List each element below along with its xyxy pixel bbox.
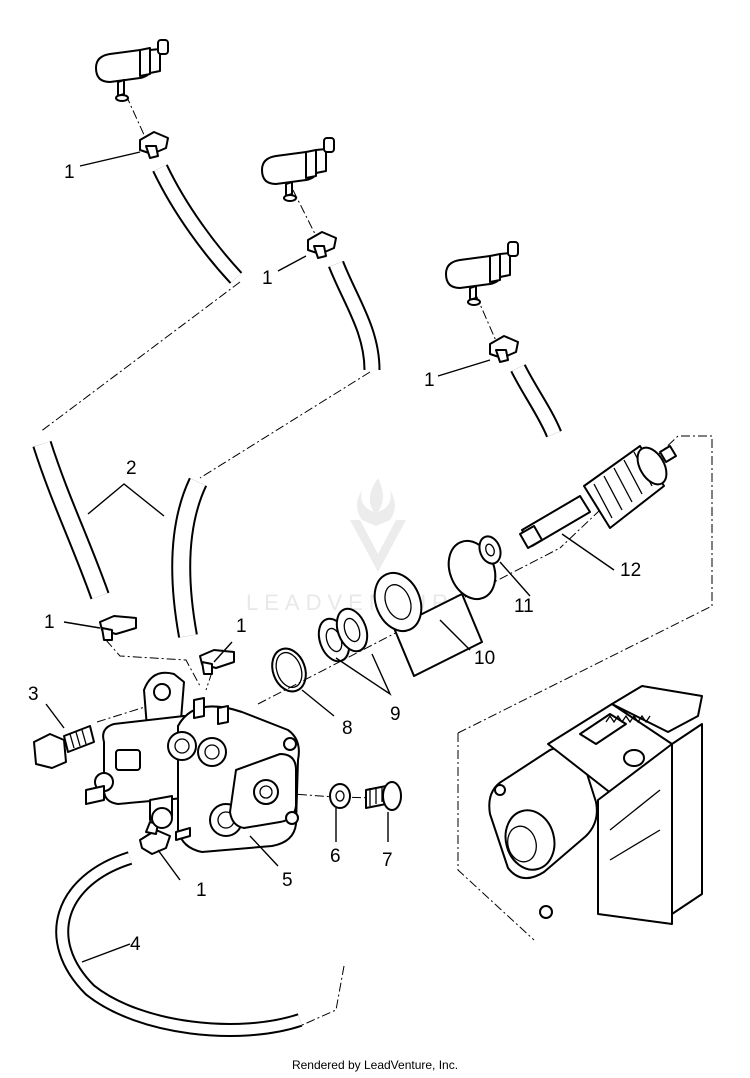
callout-1b: 1: [262, 268, 273, 289]
washer: [329, 783, 351, 809]
callout-labels: 1 1 1 1 1 1 2 3 4 5 6 7 8 9 10 11 12: [28, 162, 641, 955]
callout-1c: 1: [424, 370, 435, 391]
tank-fitting-1: [95, 39, 169, 102]
render-credit: Rendered by LeadVenture, Inc.: [291, 1058, 459, 1072]
leader-lines: [45, 151, 615, 963]
clamp-icon-a: [139, 131, 169, 159]
leadventure-watermark: LEADVENTURE: [246, 478, 469, 615]
hose-left: [32, 440, 110, 600]
callout-1a: 1: [64, 162, 75, 183]
callout-10: 10: [474, 648, 495, 669]
oil-pump-body: [85, 671, 300, 853]
callout-9: 9: [390, 704, 401, 725]
clamp-icon-e: [199, 649, 235, 675]
callout-1d: 1: [44, 612, 55, 633]
thrust-washer: [478, 535, 502, 565]
upper-hose-1: [152, 164, 243, 284]
engine-crankcase: [488, 685, 703, 925]
callout-7: 7: [382, 850, 393, 871]
callout-11: 11: [514, 596, 534, 617]
callout-6: 6: [330, 846, 341, 867]
clamp-icon-d: [99, 615, 137, 641]
bleed-screw: [365, 781, 402, 811]
tank-fitting-2: [261, 137, 335, 202]
upper-hose-3: [510, 364, 562, 438]
hose-right: [171, 477, 208, 638]
hose-long: [55, 851, 303, 1037]
tank-fitting-3: [445, 241, 519, 306]
callout-3: 3: [28, 684, 39, 705]
drive-gear: [519, 445, 677, 549]
seal-pair: [317, 607, 369, 663]
callout-8: 8: [342, 718, 353, 739]
callout-1f: 1: [196, 880, 207, 901]
callout-12: 12: [620, 560, 641, 581]
alignment-lines: [39, 94, 713, 1027]
bolt: [33, 725, 95, 769]
callout-5: 5: [282, 870, 293, 891]
clamp-icon-c: [489, 335, 519, 363]
callout-2: 2: [126, 458, 137, 479]
o-ring: [271, 647, 307, 693]
callout-4: 4: [130, 934, 141, 955]
clamp-icon-b: [307, 231, 337, 259]
callout-1e: 1: [236, 616, 247, 637]
upper-hose-2: [328, 260, 381, 371]
